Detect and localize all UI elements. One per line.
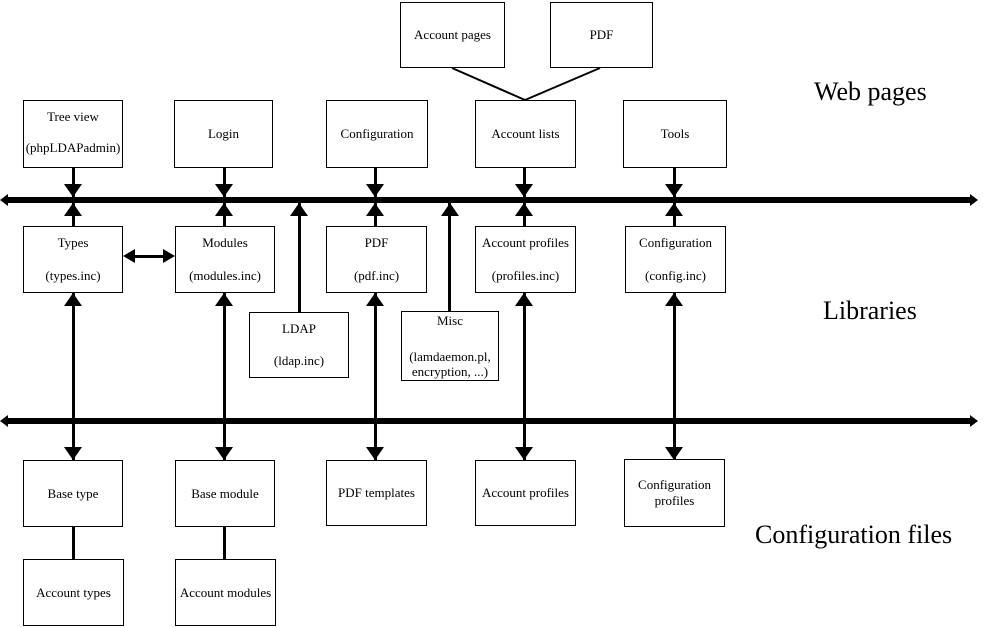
box-label: Types [57,235,89,250]
arrowhead-right-icon [163,249,175,263]
box-types-lib: Types (types.inc) [23,226,123,293]
arrowhead-down-icon [665,184,683,197]
box-label: PDF [364,235,389,250]
box-sublabel: (ldap.inc) [273,353,325,368]
section-label-configuration-files: Configuration files [755,520,953,549]
connector-login-bus [223,168,226,197]
bus-left-tip-icon [0,415,8,427]
connector-bus-types [72,203,75,226]
box-account-profiles-file: Account profiles [475,460,576,526]
connector-configlib-configprofiles [673,293,676,460]
connector-bus-profileslib [523,203,526,226]
box-label: Configuration [340,126,414,141]
box-sublabel: (profiles.inc) [491,268,560,283]
box-configuration-profiles: Configuration profiles [624,459,725,527]
box-base-type: Base type [23,460,123,527]
bus-left-tip-icon [0,194,8,206]
connector-types-basetype [72,293,75,460]
arrowhead-down-icon [215,184,233,197]
connector-bus-pdflib [374,203,377,226]
connector-configuration-bus [374,168,377,197]
box-label: Configuration [639,235,712,250]
box-sublabel: (phpLDAPadmin) [25,140,121,155]
box-label: Modules [202,235,248,250]
box-label: Account modules [179,584,272,600]
box-label: PDF templates [338,485,415,500]
connector-bus-configlib [673,203,676,226]
box-pdf-templates: PDF templates [326,460,427,526]
v-connector-lines [451,67,601,101]
box-label: Base type [47,485,99,501]
box-label: Account pages [414,27,491,42]
box-configuration-page: Configuration [326,100,428,168]
box-ldap-lib: LDAP (ldap.inc) [249,312,349,378]
arrowhead-left-icon [123,249,135,263]
box-label: Tree view [47,109,99,124]
bus-right-tip-icon [970,194,978,206]
connector-profileslib-profilesfile [523,293,526,460]
box-tree-view: Tree view (phpLDAPadmin) [23,100,123,168]
box-label: Account lists [491,126,560,141]
box-label: Base module [191,485,259,501]
connector-bus-misc [448,203,451,311]
box-misc-lib: Misc (lamdaemon.pl, encryption, ...) [401,311,499,381]
box-login: Login [174,100,273,168]
box-label: Account types [36,584,111,600]
box-pdf-page: PDF [550,2,653,68]
box-account-types: Account types [23,559,124,626]
box-sublabel: (pdf.inc) [353,268,400,283]
arrowhead-down-icon [215,447,233,460]
arrowhead-down-icon [64,184,82,197]
connector-types-modules [135,255,163,258]
box-label: LDAP [282,321,316,336]
section-label-web-pages: Web pages [814,77,927,106]
box-account-lists: Account lists [475,100,576,168]
box-sublabel: (lamdaemon.pl, encryption, ...) [409,349,491,379]
connector-modules-basemodule [223,293,226,460]
box-base-module: Base module [175,460,275,527]
connector-accountlists-bus [523,168,526,197]
arrowhead-down-icon [665,447,683,460]
box-tools: Tools [623,100,727,168]
box-label: Login [207,126,240,141]
arrowhead-down-icon [515,184,533,197]
box-label: Configuration profiles [638,477,711,508]
connector-tools-bus [673,168,676,197]
box-label: Account profiles [481,485,569,500]
box-label: Account profiles [481,235,569,250]
section-label-libraries: Libraries [823,296,917,325]
bus-web-libraries [8,197,970,203]
box-sublabel: (config.inc) [644,268,706,283]
box-sublabel: (types.inc) [45,268,101,283]
box-account-modules: Account modules [175,559,276,626]
box-label: Misc [437,313,463,328]
connector-basetype-accounttypes [72,526,75,559]
arrowhead-down-icon [366,184,384,197]
box-label: PDF [589,27,614,42]
box-account-pages: Account pages [400,2,505,68]
connector-basemodule-accountmodules [223,526,226,559]
box-configuration-lib: Configuration (config.inc) [625,226,726,293]
bus-libraries-config [8,418,970,424]
connector-bus-ldap [298,203,301,312]
arrowhead-down-icon [515,447,533,460]
connector-pdflib-pdftemplates [374,293,377,460]
arrowhead-down-icon [366,447,384,460]
box-modules-lib: Modules (modules.inc) [175,226,275,293]
box-account-profiles-lib: Account profiles (profiles.inc) [475,226,576,293]
arrowhead-down-icon [64,447,82,460]
box-pdf-lib: PDF (pdf.inc) [326,226,427,293]
bus-right-tip-icon [970,415,978,427]
connector-treeview-bus [72,168,75,197]
connector-bus-modules [223,203,226,226]
box-label: Tools [660,126,690,141]
box-sublabel: (modules.inc) [189,268,261,283]
